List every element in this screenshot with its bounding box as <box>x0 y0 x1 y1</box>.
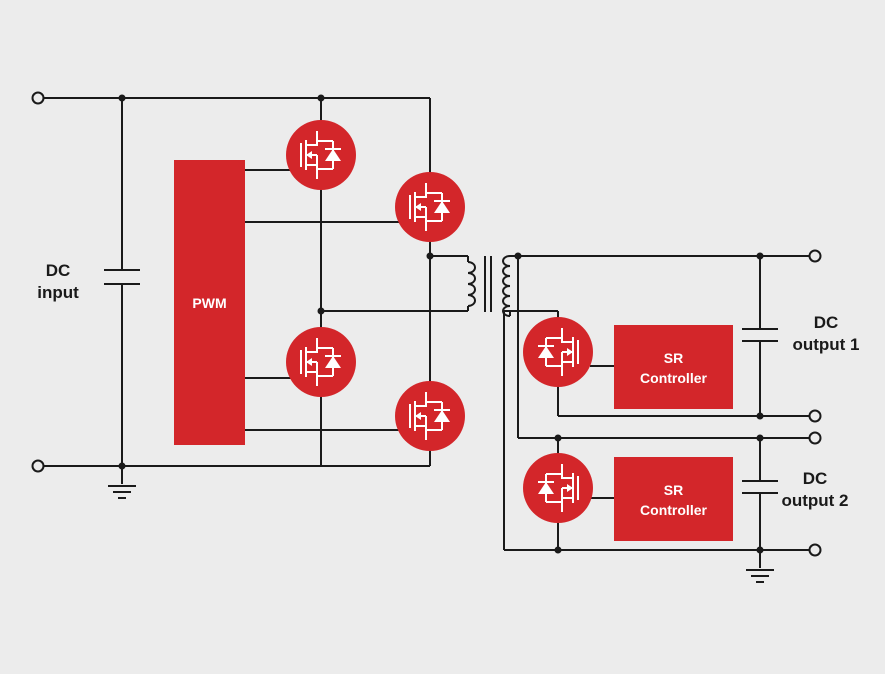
transformer-icon <box>467 255 518 317</box>
pwm-label: PWM <box>192 295 226 311</box>
sr-mosfet-1-icon <box>522 316 594 388</box>
output-2-label-line2: output 2 <box>781 491 848 510</box>
output-2-label-line1: DC <box>803 469 828 488</box>
output-terminals <box>808 249 822 557</box>
pwm-block <box>174 160 245 445</box>
sr-controller-2-line1: SR <box>664 482 683 498</box>
sr-controller-2-block <box>614 457 733 541</box>
output-ground-icon <box>746 569 774 583</box>
input-ground-icon <box>108 485 136 499</box>
sr-controller-1-line1: SR <box>664 350 683 366</box>
primary-mosfet-low-right-icon <box>394 380 466 452</box>
sr-controller-1-line2: Controller <box>640 370 707 386</box>
input-positive-terminal <box>31 91 45 105</box>
output-1-label-line2: output 1 <box>792 335 859 354</box>
sr-controller-1-block <box>614 325 733 409</box>
sr-mosfet-2-icon <box>522 452 594 524</box>
input-label-line2: input <box>37 283 79 302</box>
output-1-label-line1: DC <box>814 313 839 332</box>
input-negative-terminal <box>31 459 45 473</box>
primary-mosfet-low-left-icon <box>285 326 357 398</box>
sr-controller-2-line2: Controller <box>640 502 707 518</box>
primary-mosfet-high-left-icon <box>285 119 357 191</box>
primary-mosfet-high-right-icon <box>394 171 466 243</box>
input-terminals <box>31 91 45 473</box>
input-label-line1: DC <box>46 261 71 280</box>
secondary-wiring <box>503 255 810 568</box>
